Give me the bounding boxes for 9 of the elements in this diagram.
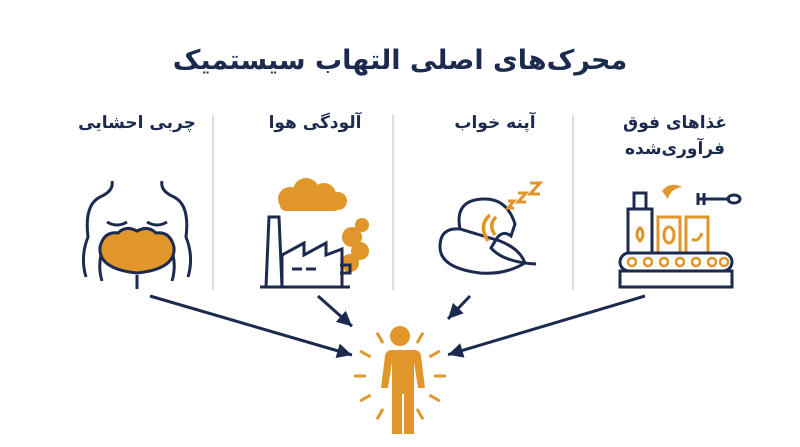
column-heading: آپنه خواب: [453, 110, 537, 135]
title: محرک‌های اصلی التهاب سیستمیک: [172, 45, 628, 76]
arrow: [446, 294, 472, 320]
arrow: [150, 294, 352, 358]
arrow: [448, 294, 646, 358]
arrow: [317, 294, 353, 328]
column-heading: غذاهای فوق فرآوری‌شده: [622, 112, 728, 161]
column-heading: آلودگی هوا: [268, 110, 363, 135]
column-heading: چربی احشایی: [77, 112, 197, 135]
